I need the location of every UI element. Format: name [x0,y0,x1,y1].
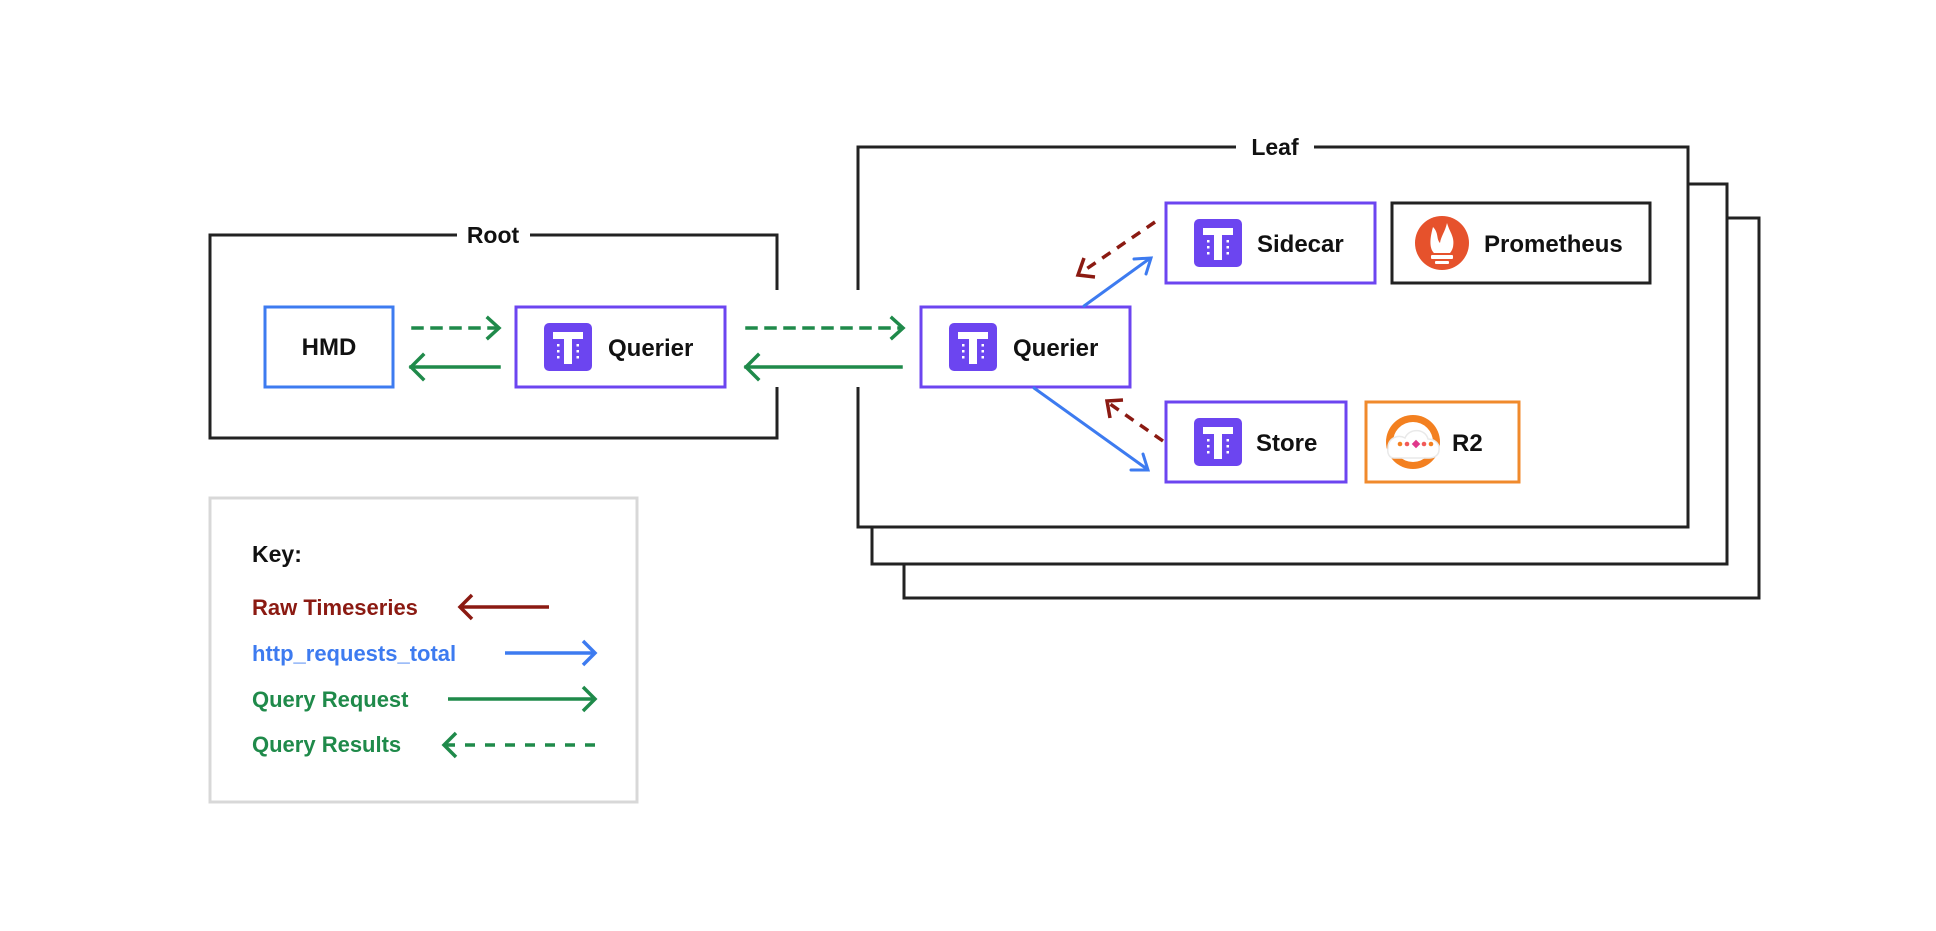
raw-timeseries-arrow [1075,220,1156,279]
query-results-arrow [743,352,903,382]
leaf-querier-label: Querier [1013,335,1098,362]
key-arrow-query-request [448,685,598,713]
key-arrow-http-requests-total [505,639,598,667]
key-box [208,496,639,804]
hmd-box [263,305,395,389]
prometheus-label: Prometheus [1484,231,1623,258]
cloudflare-r2-icon [1386,415,1440,469]
key-arrow-raw-timeseries [457,593,549,621]
root-group-label: Root [467,222,520,248]
query-results-arrow [408,352,501,382]
thanos-logo-icon [1194,219,1242,267]
leaf-frame [856,145,1690,529]
thanos-logo-icon [544,323,592,371]
key-label-query-results: Query Results [252,732,401,757]
store-label: Store [1256,430,1317,457]
http-requests-total-arrow [1032,386,1151,472]
http-requests-total-arrow [1082,256,1154,308]
key-label-query-request: Query Request [252,687,409,712]
thanos-logo-icon [949,323,997,371]
key-label-http-requests-total: http_requests_total [252,641,456,666]
sidecar-label: Sidecar [1257,231,1344,258]
raw-timeseries-arrow [1104,398,1165,443]
query-request-arrow [411,315,502,341]
thanos-logo-icon [1194,418,1242,466]
key-label-raw-timeseries: Raw Timeseries [252,595,418,620]
root-querier-label: Querier [608,335,693,362]
query-request-arrow [745,315,906,341]
leaf-group-label: Leaf [1251,134,1299,160]
key-title: Key: [252,541,302,567]
r2-label: R2 [1452,430,1483,457]
key-arrow-query-results [441,731,597,759]
prometheus-flame-icon [1415,216,1469,270]
root-frame [208,233,779,440]
hmd-label: HMD [302,334,357,361]
